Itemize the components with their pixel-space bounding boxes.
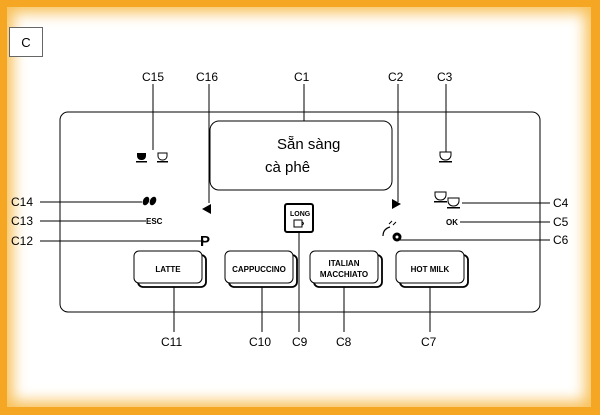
callout-c11: C11: [161, 335, 182, 349]
latte-button[interactable]: LATTE: [133, 250, 207, 288]
italian-macchiato-label-line-2: MACCHIATO: [320, 270, 368, 279]
long-cup-icon: [293, 219, 303, 228]
callout-c10: C10: [249, 335, 271, 349]
long-button[interactable]: LONG: [284, 203, 314, 233]
steam-cleaning-icon[interactable]: [382, 220, 402, 242]
italian-macchiato-label-line-1: ITALIAN: [329, 259, 360, 268]
callout-c14: C14: [11, 195, 33, 209]
esc-icon[interactable]: ESC: [146, 217, 163, 226]
callout-c16: C16: [196, 70, 218, 84]
display-screen: [209, 120, 393, 191]
p-program-icon[interactable]: P: [200, 233, 210, 250]
display-line-2: cà phê: [265, 159, 310, 176]
callout-c4: C4: [553, 196, 569, 210]
hot-milk-button-label: HOT MILK: [411, 265, 450, 274]
ok-icon[interactable]: OK: [446, 218, 458, 227]
callout-c3: C3: [437, 70, 453, 84]
callout-c8: C8: [336, 335, 352, 349]
callout-c7: C7: [421, 335, 437, 349]
single-cup-icon[interactable]: [439, 151, 452, 163]
coffee-beans-icon[interactable]: [141, 196, 157, 207]
callout-c12: C12: [11, 234, 33, 248]
cappuccino-button-label: CAPPUCCINO: [232, 265, 286, 274]
figure-label: C: [21, 34, 31, 50]
two-cups-icon[interactable]: [136, 152, 168, 163]
callout-c5: C5: [553, 215, 569, 229]
double-cup-icon[interactable]: [434, 191, 460, 209]
callout-c15: C15: [142, 70, 164, 84]
display-line-1: Sẵn sàng: [277, 136, 340, 153]
callout-c13: C13: [11, 214, 33, 228]
italian-macchiato-button[interactable]: ITALIAN MACCHIATO: [309, 250, 383, 288]
latte-button-label: LATTE: [155, 265, 181, 274]
leader-lines: [40, 84, 550, 332]
callout-c6: C6: [553, 233, 569, 247]
callout-c2: C2: [388, 70, 404, 84]
left-arrow-icon[interactable]: [202, 204, 211, 214]
hot-milk-button[interactable]: HOT MILK: [395, 250, 469, 288]
callout-c1: C1: [294, 70, 310, 84]
cappuccino-button[interactable]: CAPPUCCINO: [224, 250, 298, 288]
panel-outline: [59, 111, 541, 313]
figure-label-box: C: [9, 27, 43, 57]
callout-c9: C9: [292, 335, 308, 349]
long-button-label: LONG: [290, 211, 311, 218]
right-arrow-icon[interactable]: [392, 199, 401, 209]
